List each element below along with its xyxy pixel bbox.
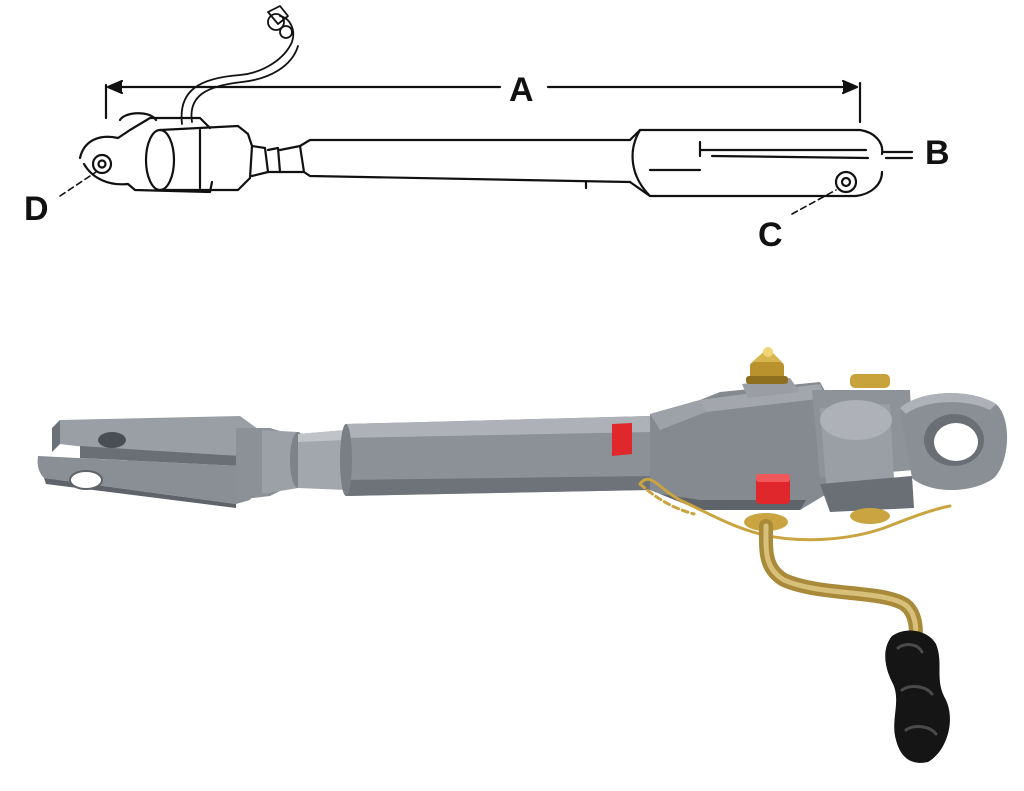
grease-fitting: [746, 347, 788, 384]
product-illustration: [37, 347, 1008, 763]
schematic-clevis: [628, 128, 914, 198]
schematic-tube: [298, 138, 632, 190]
red-marker: [612, 423, 632, 456]
dimension-line-a: [104, 79, 862, 124]
part-label-c: C: [758, 216, 783, 254]
part-label-d: D: [24, 190, 49, 228]
dimension-label-b: B: [925, 134, 950, 172]
red-cap: [756, 474, 790, 504]
adjuster-housing: [650, 378, 830, 510]
clevis-fork: [37, 416, 262, 508]
brass-nut-right: [850, 508, 890, 524]
swivel-eye: [812, 374, 1008, 512]
fork-neck: [236, 428, 306, 500]
handle-grip: [885, 630, 950, 763]
crank-handle: [758, 519, 923, 655]
threaded-rod: [298, 430, 346, 490]
main-tube: [340, 416, 650, 496]
schematic-chain: [180, 5, 299, 125]
label-leader-lines: [59, 171, 837, 215]
schematic-left-housing: [78, 112, 306, 194]
dimension-label-a: A: [509, 71, 534, 109]
